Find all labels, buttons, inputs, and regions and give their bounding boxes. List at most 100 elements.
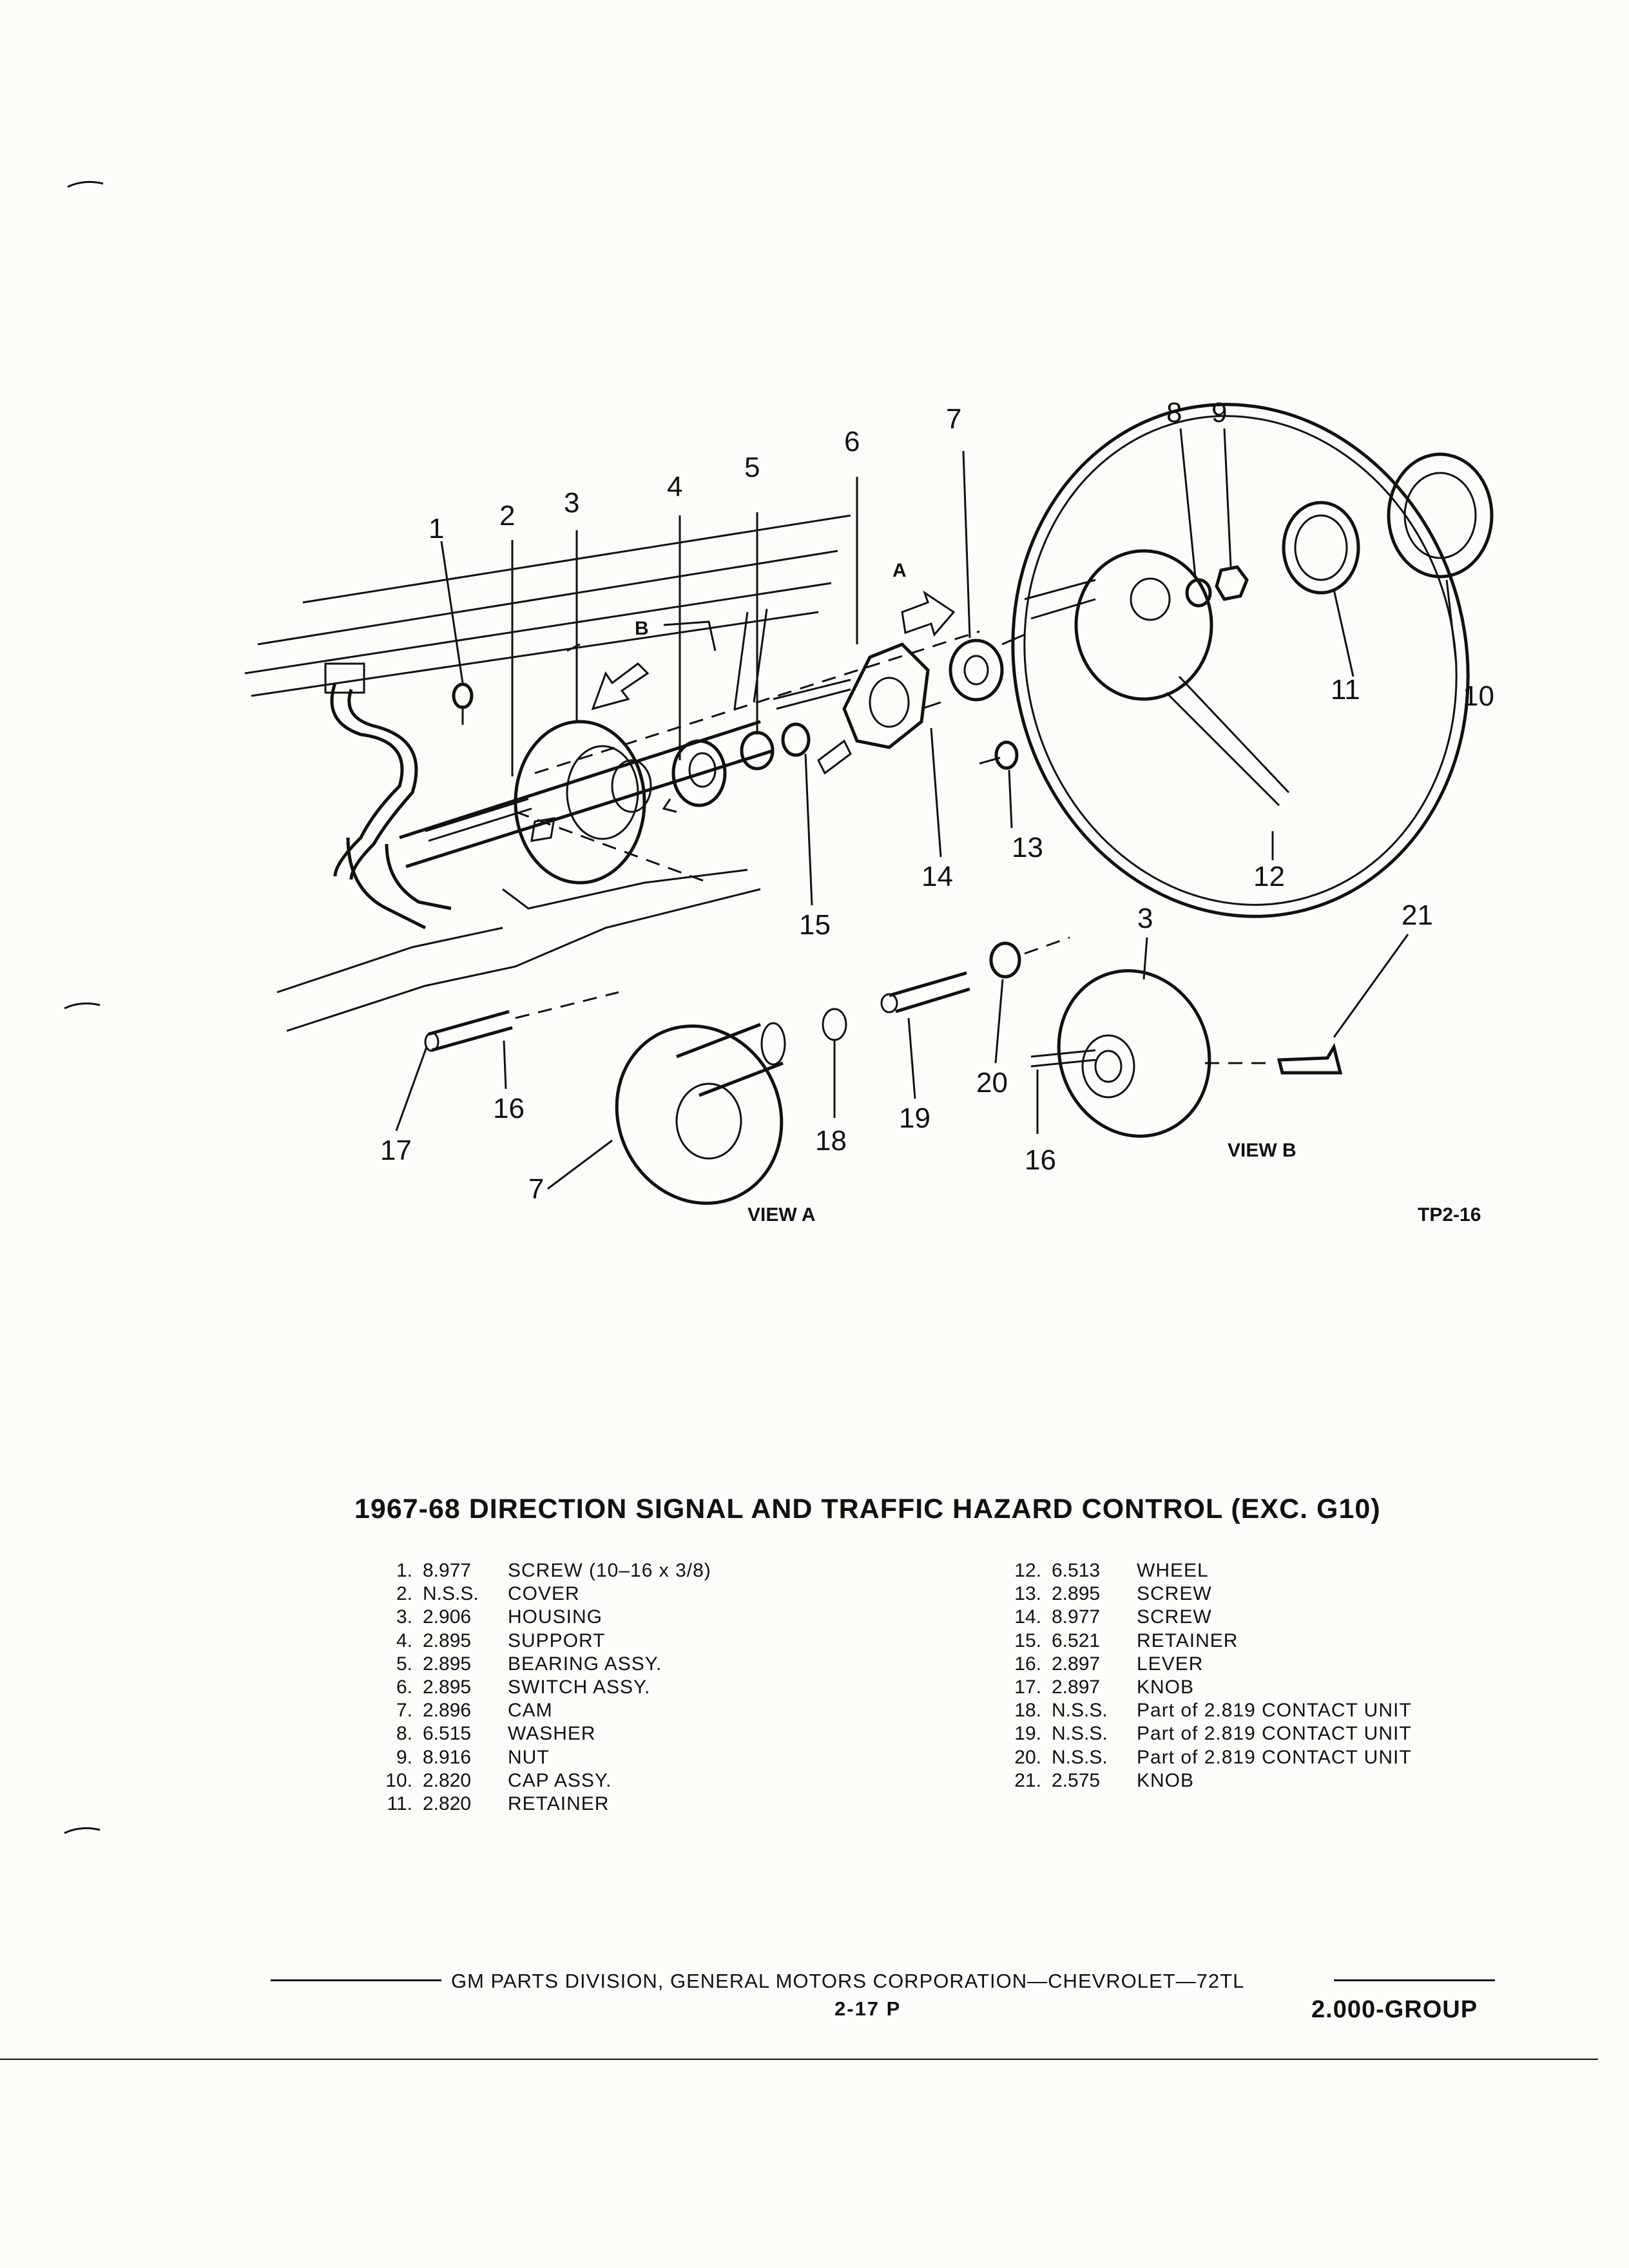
bottom-rule <box>0 2059 1598 2060</box>
view-b-detail <box>1030 969 1343 1138</box>
page-number: 2-17 P <box>834 1997 901 2020</box>
part-row: 4. 2.895 SUPPORT <box>361 1629 711 1653</box>
callout-3: 3 <box>564 487 579 519</box>
part-index: 6. <box>396 1677 412 1698</box>
housing <box>514 720 652 885</box>
support-and-bearing <box>662 722 811 813</box>
part-index: 10. <box>385 1769 412 1791</box>
callout-4: 4 <box>667 471 682 503</box>
callout-8: 8 <box>1166 397 1182 428</box>
callout-10: 10 <box>1463 680 1494 712</box>
part-description: RETAINER <box>508 1793 610 1815</box>
arrow-b <box>591 662 650 711</box>
part-number: 2.895 <box>423 1653 472 1675</box>
part-description: WHEEL <box>1137 1560 1209 1581</box>
part-number: 2.895 <box>423 1677 472 1698</box>
callout-12: 12 <box>1253 861 1285 892</box>
part-index: 2. <box>396 1583 412 1605</box>
part-number: 2.897 <box>1052 1653 1101 1675</box>
part-description: SWITCH ASSY. <box>508 1677 651 1698</box>
callout-7-view-a: 7 <box>528 1173 544 1205</box>
part-description: HOUSING <box>508 1606 603 1628</box>
part-number: N.S.S. <box>423 1583 479 1605</box>
part-row: 3. 2.906 HOUSING <box>361 1606 711 1629</box>
callout-7: 7 <box>946 403 961 435</box>
part-description: SCREW (10–16 x 3/8) <box>508 1560 711 1581</box>
part-row: 8. 6.515 WASHER <box>361 1722 711 1745</box>
part-index: 14. <box>1014 1606 1041 1628</box>
margin-mark <box>64 1827 101 1834</box>
callout-6: 6 <box>844 426 860 457</box>
callout-19: 19 <box>899 1102 930 1134</box>
part-number: 2.895 <box>423 1629 472 1651</box>
callout-3-view-b: 3 <box>1137 903 1153 934</box>
part-row: 6. 2.895 SWITCH ASSY. <box>361 1676 711 1699</box>
part-description: LEVER <box>1137 1653 1204 1675</box>
part-description: CAM <box>508 1700 553 1722</box>
part-number: N.S.S. <box>1052 1723 1108 1745</box>
callout-17: 17 <box>380 1135 412 1166</box>
part-number: 2.575 <box>1052 1769 1101 1791</box>
wiring-harness <box>324 662 452 930</box>
part-index: 8. <box>396 1723 412 1745</box>
part-description: Part of 2.819 CONTACT UNIT <box>1137 1746 1412 1768</box>
part-description: SUPPORT <box>508 1629 606 1651</box>
part-index: 16. <box>1014 1653 1041 1675</box>
arrow-b-letter: B <box>635 618 649 639</box>
callout-15: 15 <box>799 909 831 941</box>
part-number: 8.916 <box>423 1746 472 1768</box>
part-number: 2.820 <box>423 1793 472 1815</box>
part-index: 21. <box>1014 1769 1041 1791</box>
leader-lines <box>395 428 1458 1190</box>
view-a-detail <box>424 936 1070 1205</box>
part-description: KNOB <box>1137 1677 1195 1698</box>
view-a-label: VIEW A <box>747 1204 816 1225</box>
part-number: N.S.S. <box>1052 1746 1108 1768</box>
part-row: 17. 2.897 KNOB <box>990 1676 1412 1699</box>
part-number: 2.906 <box>423 1606 472 1628</box>
switch-assembly <box>773 642 930 775</box>
part-row: 14. 8.977 SCREW <box>990 1606 1412 1629</box>
part-index: 15. <box>1014 1629 1041 1651</box>
part-number: 2.895 <box>1052 1583 1101 1605</box>
part-description: BEARING ASSY. <box>508 1653 662 1675</box>
part-index: 5. <box>396 1653 412 1675</box>
part-index: 18. <box>1014 1700 1041 1722</box>
figure-code: TP2-16 <box>1418 1204 1481 1225</box>
part-number: 6.513 <box>1052 1560 1101 1581</box>
part-index: 17. <box>1014 1677 1041 1698</box>
part-index: 7. <box>396 1700 412 1722</box>
footer-publisher: GM PARTS DIVISION, GENERAL MOTORS CORPOR… <box>451 1970 1245 1992</box>
part-number: 8.977 <box>423 1560 472 1581</box>
callout-9: 9 <box>1211 397 1227 428</box>
part-number: 2.897 <box>1052 1677 1101 1698</box>
callout-16-view-b: 16 <box>1025 1144 1056 1176</box>
part-index: 12. <box>1014 1560 1041 1581</box>
part-description: RETAINER <box>1137 1629 1239 1651</box>
callout-1: 1 <box>429 513 444 544</box>
part-index: 3. <box>396 1606 412 1628</box>
arrow-a-letter: A <box>892 560 907 581</box>
part-row: 19.N.S.S.Part of 2.819 CONTACT UNIT <box>990 1722 1412 1745</box>
instrument-panel <box>244 514 851 1032</box>
part-description: CAP ASSY. <box>508 1769 612 1791</box>
view-b-label: VIEW B <box>1228 1140 1296 1161</box>
part-description: WASHER <box>508 1723 596 1745</box>
part-index: 4. <box>396 1629 412 1651</box>
part-row: 5. 2.895 BEARING ASSY. <box>361 1653 711 1676</box>
part-description: SCREW <box>1137 1606 1212 1628</box>
part-index: 13. <box>1014 1583 1041 1605</box>
part-number: 8.977 <box>1052 1606 1101 1628</box>
callout-20: 20 <box>976 1067 1008 1099</box>
part-number: 6.515 <box>423 1723 472 1745</box>
part-description: Part of 2.819 CONTACT UNIT <box>1137 1700 1412 1722</box>
